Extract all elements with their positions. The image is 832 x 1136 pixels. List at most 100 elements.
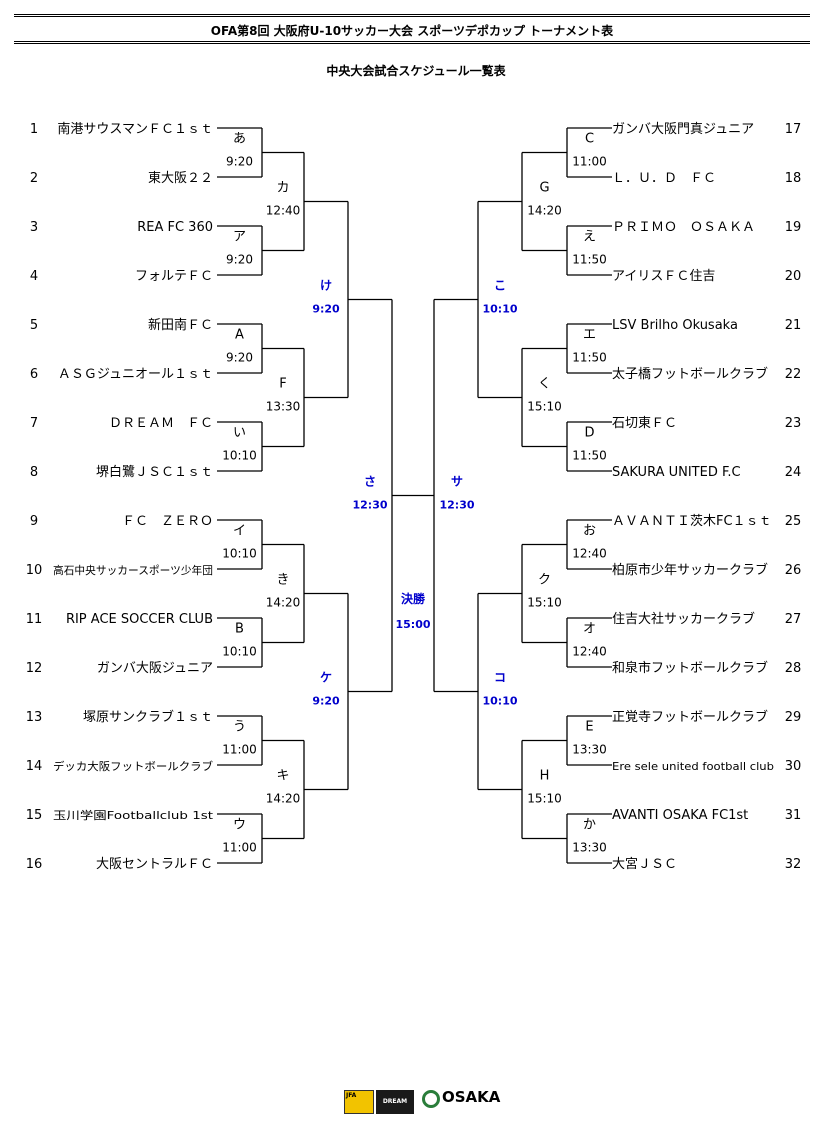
- match-time: 9:20: [312, 695, 340, 708]
- team-name: 石切東ＦＣ: [612, 415, 677, 431]
- match-time: 14:20: [266, 596, 301, 610]
- team-number: 12: [26, 661, 43, 676]
- jfa-logo: JFA: [344, 1090, 374, 1114]
- team-name: ＰＲＩＭＯ ＯＳＡＫＡ: [612, 220, 755, 235]
- team-number: 31: [785, 808, 802, 823]
- match-time: 14:20: [527, 204, 562, 218]
- team-name: 南港サウスマンＦＣ１ｓｔ: [57, 121, 213, 137]
- team-number: 9: [30, 514, 38, 529]
- match-time: 11:50: [572, 449, 607, 463]
- match-time: 10:10: [482, 303, 517, 316]
- team-name: AVANTI OSAKA FC1st: [612, 808, 748, 823]
- team-number: 25: [785, 514, 802, 529]
- match-label: え: [583, 230, 596, 245]
- match-label: け: [320, 279, 332, 293]
- page-title: OFA第8回 大阪府U-10サッカー大会 スポーツデポカップ トーナメント表: [210, 24, 614, 38]
- team-name: 高石中央サッカースポーツ少年団: [53, 563, 213, 577]
- match-label: こ: [494, 279, 506, 293]
- footer-logos: JFA DREAM OSAKA: [344, 1086, 500, 1116]
- team-name: 和泉市フットボールクラブ: [612, 660, 768, 676]
- team-number: 6: [30, 367, 38, 382]
- match-label: ケ: [320, 671, 332, 685]
- team-name: ＡＶＡＮＴＩ茨木FC１ｓｔ: [612, 514, 772, 529]
- team-number: 18: [785, 171, 802, 186]
- match-label: お: [583, 524, 596, 539]
- match-time: 10:10: [222, 645, 257, 659]
- team-number: 17: [785, 122, 802, 137]
- team-name: 大阪セントラルＦＣ: [96, 857, 213, 872]
- team-name: ガンバ大阪門真ジュニア: [612, 122, 754, 137]
- team-number: 7: [30, 416, 38, 431]
- match-label: キ: [276, 769, 289, 784]
- team-name: Ere sele united football club: [612, 760, 774, 773]
- team-name: 大宮ＪＳＣ: [612, 856, 677, 872]
- match-label: D: [584, 426, 594, 441]
- match-label: サ: [451, 475, 463, 489]
- match-time: 12:40: [572, 645, 607, 659]
- team-name: LSV Brilho Okusaka: [612, 318, 738, 333]
- team-number: 1: [30, 122, 38, 137]
- match-time: 11:00: [222, 743, 257, 757]
- team-name: 堺白鷺ＪＳＣ１ｓｔ: [96, 464, 213, 480]
- match-label: B: [235, 622, 244, 637]
- team-name: フォルテＦＣ: [135, 269, 213, 284]
- team-name: ＤＲＥＡＭ ＦＣ: [109, 416, 213, 431]
- match-time: 10:10: [222, 449, 257, 463]
- team-name: 太子橋フットボールクラブ: [612, 366, 768, 382]
- match-time: 15:10: [527, 792, 562, 806]
- final-time: 15:00: [395, 618, 430, 631]
- final-label: 決勝: [401, 591, 426, 606]
- team-name: RIP ACE SOCCER CLUB: [66, 612, 213, 627]
- team-number: 8: [30, 465, 38, 480]
- team-number: 2: [30, 171, 38, 186]
- match-time: 13:30: [572, 841, 607, 855]
- team-name: 塚原サンクラブ１ｓｔ: [83, 709, 213, 725]
- team-number: 29: [785, 710, 802, 725]
- match-time: 12:40: [572, 547, 607, 561]
- team-number: 15: [26, 808, 43, 823]
- match-time: 15:10: [527, 400, 562, 414]
- match-label: H: [540, 769, 550, 784]
- match-time: 11:50: [572, 253, 607, 267]
- match-label: さ: [364, 475, 376, 489]
- team-number: 14: [26, 759, 43, 774]
- match-label: き: [276, 573, 289, 588]
- match-time: 13:30: [572, 743, 607, 757]
- team-number: 19: [785, 220, 802, 235]
- match-time: 12:30: [352, 499, 387, 512]
- match-label: か: [583, 818, 596, 833]
- match-label: ア: [233, 230, 246, 245]
- team-name: 玉川学園Footballclub 1st: [53, 808, 214, 822]
- team-number: 24: [785, 465, 802, 480]
- team-number: 30: [785, 759, 802, 774]
- match-time: 12:40: [266, 204, 301, 218]
- match-time: 9:20: [226, 253, 253, 267]
- match-time: 15:10: [527, 596, 562, 610]
- match-label: カ: [276, 181, 289, 196]
- match-label: イ: [233, 524, 246, 539]
- match-label: エ: [583, 328, 596, 343]
- match-label: E: [585, 720, 593, 735]
- match-time: 14:20: [266, 792, 301, 806]
- team-number: 3: [30, 220, 38, 235]
- osaka-ring-icon: [422, 1090, 440, 1108]
- match-label: G: [539, 181, 549, 196]
- team-number: 16: [26, 857, 43, 872]
- match-label: ウ: [233, 818, 246, 833]
- team-number: 32: [785, 857, 802, 872]
- title-bar: OFA第8回 大阪府U-10サッカー大会 スポーツデポカップ トーナメント表: [14, 14, 810, 44]
- team-number: 10: [26, 563, 43, 578]
- team-name: 柏原市少年サッカークラブ: [612, 562, 768, 578]
- team-number: 13: [26, 710, 43, 725]
- match-time: 9:20: [226, 155, 253, 169]
- match-label: F: [279, 377, 286, 392]
- dream-logo: DREAM: [376, 1090, 414, 1114]
- team-number: 20: [785, 269, 802, 284]
- team-name: 新田南ＦＣ: [148, 317, 213, 333]
- match-label: あ: [233, 132, 246, 147]
- match-time: 11:50: [572, 351, 607, 365]
- team-name: 住吉大社サッカークラブ: [612, 611, 755, 627]
- team-name: アイリスＦＣ住吉: [612, 269, 715, 284]
- match-time: 9:20: [312, 303, 340, 316]
